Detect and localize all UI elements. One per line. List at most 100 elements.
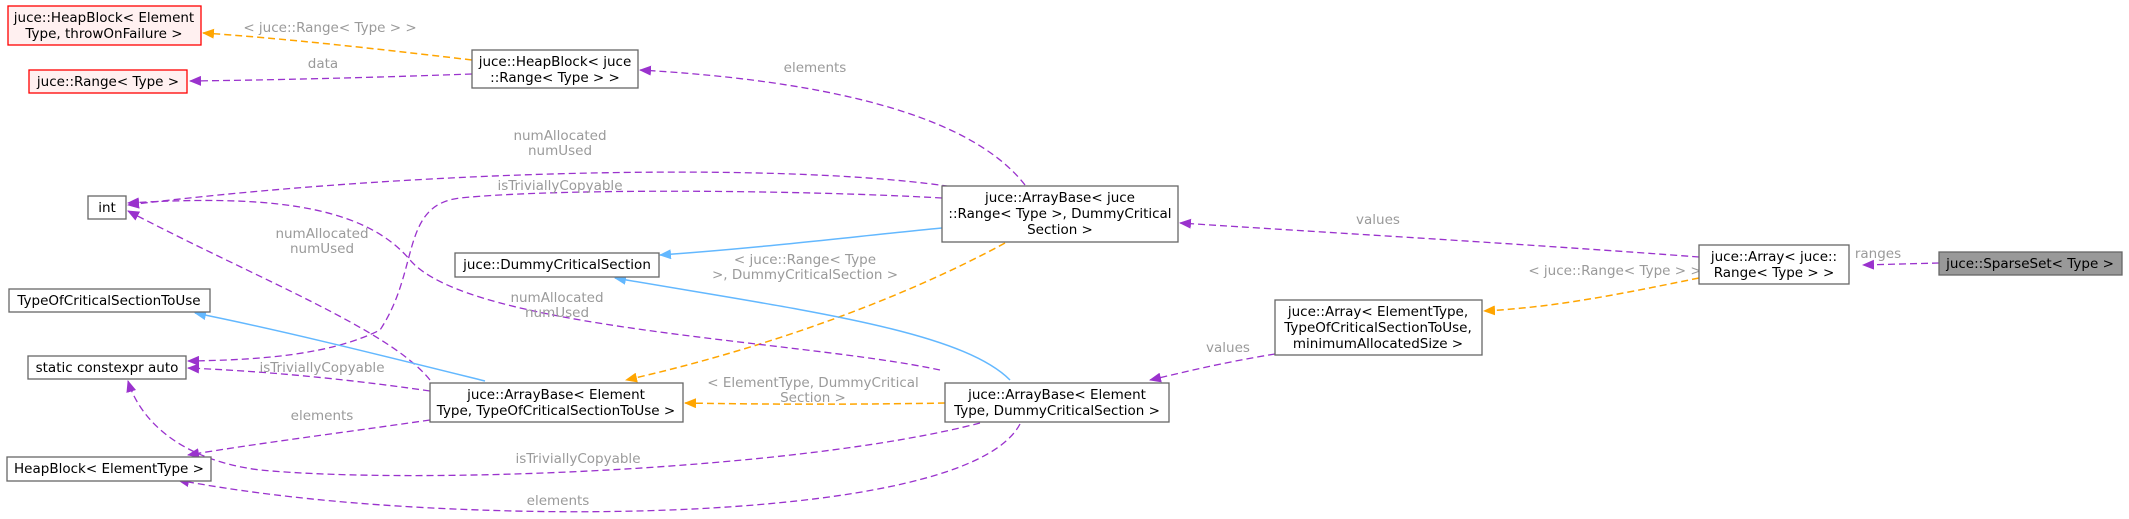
- svg-text:TypeOfCriticalSectionToUse: TypeOfCriticalSectionToUse: [16, 293, 200, 309]
- svg-text:juce::DummyCriticalSection: juce::DummyCriticalSection: [462, 257, 651, 273]
- svg-text:juce::ArrayBase< ElementType,: juce::ArrayBase< ElementType, DummyCriti…: [953, 387, 1160, 419]
- edge-label-elements-top: elements: [784, 60, 847, 76]
- node-heapblock-element[interactable]: HeapBlock< ElementType >: [6, 456, 212, 482]
- edge-values-top: values: [1179, 212, 1700, 258]
- text-line: juce::ArrayBase< Element: [466, 387, 645, 403]
- svg-text:int: int: [98, 200, 116, 216]
- text-line: juce::Array< ElementType,: [1287, 304, 1468, 320]
- text-line: juce::DummyCriticalSection: [462, 257, 651, 273]
- text-line: elements: [784, 60, 847, 76]
- svg-text:juce::ArrayBase< ElementType,: juce::ArrayBase< ElementType, TypeOfCrit…: [436, 387, 675, 419]
- text-line: values: [1206, 340, 1250, 356]
- text-line: Type, DummyCriticalSection >: [953, 403, 1160, 419]
- text-line: numUsed: [525, 305, 589, 321]
- text-line: juce::SparseSet< Type >: [1945, 256, 2114, 272]
- edge-inherit-dummy-top: [659, 227, 943, 260]
- edge-label-array-range-template: < juce::Range< Type > >: [1528, 263, 1701, 279]
- svg-text:juce::HeapBlock< ElementType,: juce::HeapBlock< ElementType, throwOnFai…: [13, 10, 194, 42]
- svg-text:juce::Array< juce::Range< Type: juce::Array< juce::Range< Type > >: [1710, 249, 1837, 281]
- edge-label-values-bottom: values: [1206, 340, 1250, 356]
- edge-trivially-top: isTriviallyCopyable: [187, 178, 943, 366]
- edge-elements-top: elements: [639, 60, 1026, 186]
- edge-label-trivially-bottom: isTriviallyCopyable: [516, 451, 641, 467]
- text-line: isTriviallyCopyable: [260, 360, 385, 376]
- edge-array-range-template: < juce::Range< Type > >: [1483, 263, 1702, 316]
- node-type-of-critical-section[interactable]: TypeOfCriticalSectionToUse: [8, 288, 211, 313]
- edge-elements-mid: elements: [187, 408, 431, 459]
- svg-text:juce::SparseSet< Type >: juce::SparseSet< Type >: [1945, 256, 2114, 272]
- text-line: elements: [291, 408, 354, 424]
- text-line: int: [98, 200, 116, 216]
- node-array-generic[interactable]: juce::Array< ElementType,TypeOfCriticalS…: [1274, 299, 1483, 356]
- text-line: juce::Range< Type >: [36, 74, 179, 90]
- node-arraybase-range[interactable]: juce::ArrayBase< juce::Range< Type >, Du…: [941, 185, 1179, 243]
- edge-elements-bottom: elements: [177, 423, 1021, 513]
- text-line: minimumAllocatedSize >: [1293, 336, 1463, 352]
- text-line: < juce::Range< Type > >: [243, 20, 416, 36]
- text-line: numAllocated: [275, 226, 368, 242]
- text-line: numUsed: [528, 143, 592, 159]
- text-line: ::Range< Type >, DummyCritical: [948, 206, 1171, 222]
- edge-label-data: data: [308, 56, 338, 72]
- svg-text:static constexpr auto: static constexpr auto: [36, 360, 179, 376]
- edge-label-elements-bottom: elements: [527, 493, 590, 509]
- text-line: numUsed: [290, 241, 354, 257]
- svg-text:juce::Array< ElementType,TypeO: juce::Array< ElementType,TypeOfCriticalS…: [1283, 304, 1471, 352]
- edge-data: data: [189, 56, 473, 86]
- text-line: < juce::Range< Type > >: [1528, 263, 1701, 279]
- edge-label-trivially-top: isTriviallyCopyable: [498, 178, 623, 194]
- edge-ranges: ranges: [1855, 246, 1940, 270]
- edge-label-ranges: ranges: [1855, 246, 1901, 262]
- svg-text:juce::ArrayBase< juce::Range<: juce::ArrayBase< juce::Range< Type >, Du…: [948, 190, 1171, 238]
- text-line: isTriviallyCopyable: [498, 178, 623, 194]
- edge-label-arraybase-template: < juce::Range< Type>, DummyCriticalSecti…: [712, 252, 898, 283]
- edge-inherit-dummy-bottom: [614, 274, 1011, 381]
- node-dummy-critical-section[interactable]: juce::DummyCriticalSection: [454, 252, 660, 278]
- edge-trivially-bottom: isTriviallyCopyable: [126, 380, 981, 477]
- node-sparse-set[interactable]: juce::SparseSet< Type >: [1938, 251, 2123, 276]
- text-line: values: [1356, 212, 1400, 228]
- text-line: < juce::Range< Type: [734, 252, 876, 268]
- text-line: juce::HeapBlock< Element: [13, 10, 194, 26]
- node-array-range[interactable]: juce::Array< juce::Range< Type > >: [1698, 244, 1850, 285]
- node-int[interactable]: int: [87, 195, 127, 220]
- edge-values-bottom: values: [1149, 340, 1276, 383]
- node-static-constexpr-auto[interactable]: static constexpr auto: [27, 355, 187, 380]
- text-line: TypeOfCriticalSectionToUse,: [1283, 320, 1471, 336]
- text-line: ranges: [1855, 246, 1901, 262]
- edge-arraybase-template: < juce::Range< Type>, DummyCriticalSecti…: [625, 242, 1006, 383]
- edge-label-elements-mid: elements: [291, 408, 354, 424]
- node-range[interactable]: juce::Range< Type >: [28, 69, 188, 94]
- svg-text:HeapBlock< ElementType >: HeapBlock< ElementType >: [14, 461, 204, 477]
- edge-label-values-top: values: [1356, 212, 1400, 228]
- text-line: elements: [527, 493, 590, 509]
- text-line: Type, throwOnFailure >: [24, 26, 182, 42]
- edge-trivially-mid: isTriviallyCopyable: [187, 360, 431, 392]
- text-line: juce::HeapBlock< juce: [478, 54, 632, 70]
- text-line: Range< Type > >: [1714, 265, 1835, 281]
- svg-text:juce::HeapBlock< juce::Range<: juce::HeapBlock< juce::Range< Type > >: [478, 54, 632, 86]
- edge-label-heapblock-template: < juce::Range< Type > >: [243, 20, 416, 36]
- text-line: >, DummyCriticalSection >: [712, 267, 898, 283]
- text-line: ::Range< Type > >: [490, 70, 620, 86]
- node-heapblock-range[interactable]: juce::HeapBlock< juce::Range< Type > >: [471, 49, 639, 89]
- text-line: HeapBlock< ElementType >: [14, 461, 204, 477]
- text-line: numAllocated: [510, 290, 603, 306]
- text-line: < ElementType, DummyCritical: [707, 375, 919, 391]
- text-line: static constexpr auto: [36, 360, 179, 376]
- svg-text:juce::Range< Type >: juce::Range< Type >: [36, 74, 179, 90]
- edge-inherit-typecs: [194, 310, 486, 382]
- text-line: TypeOfCriticalSectionToUse: [16, 293, 200, 309]
- text-line: isTriviallyCopyable: [516, 451, 641, 467]
